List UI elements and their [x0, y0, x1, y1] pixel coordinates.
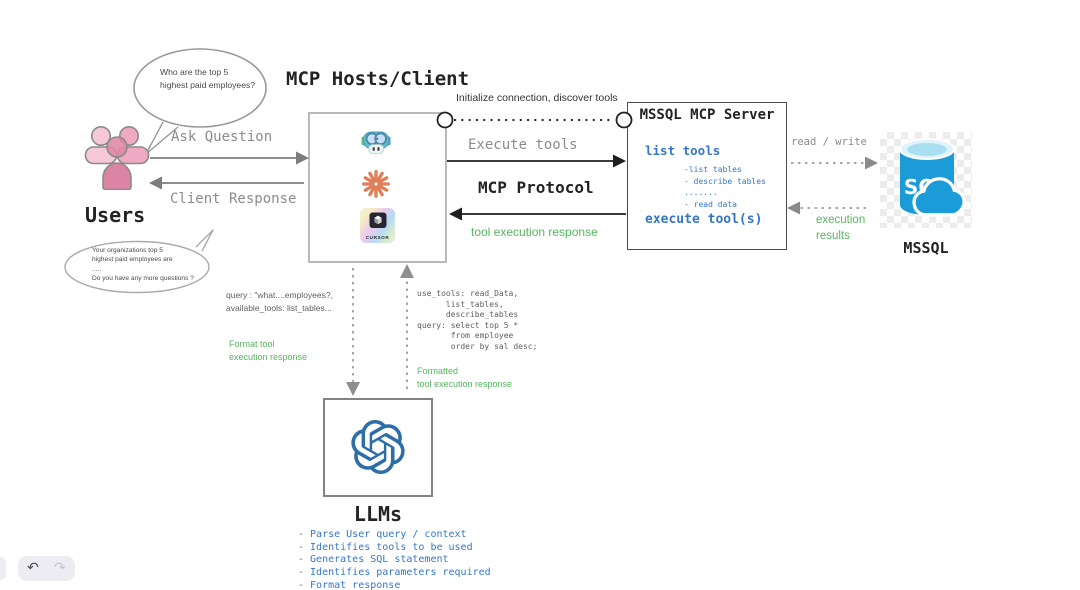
mssql-label: MSSQL [903, 239, 949, 257]
openai-icon [351, 420, 405, 474]
format-tool-annotation: Format tool execution response [229, 339, 308, 362]
list-tools-label: list tools [645, 143, 721, 158]
mssql-database-icon[interactable]: SQL [880, 132, 972, 228]
server-tool-item: ....... [684, 188, 718, 198]
llm-bullet: - Format response [298, 579, 401, 590]
question-bubble-text: Who are the top 5 highest paid employees… [160, 67, 256, 90]
llm-bullet: - Generates SQL statement [298, 554, 449, 566]
users-label: Users [85, 203, 146, 227]
response-speech-bubble [64, 229, 214, 294]
cursor-icon-label: CURSOR [365, 235, 390, 240]
response-bubble-text: Your organizations top 5 highest paid em… [92, 247, 194, 283]
server-tool-item: - read data [684, 199, 737, 209]
formatted-response-annotation: Formatted tool execution response [417, 366, 513, 389]
copilot-icon [361, 131, 391, 154]
server-title: MSSQL MCP Server [639, 107, 775, 123]
undo-redo-toolbar: ↶ ↷ [18, 556, 75, 581]
execute-tools-label: Execute tools [468, 137, 578, 153]
claude-icon [362, 170, 390, 198]
execution-results-label: execution results [816, 214, 866, 242]
mcp-protocol-label: MCP Protocol [478, 178, 594, 197]
mcp-client-node[interactable] [308, 112, 447, 263]
llm-bullet: - Parse User query / context [298, 529, 467, 540]
server-tool-item: - describe tables [684, 176, 766, 186]
undo-icon[interactable]: ↶ [27, 559, 39, 575]
cursor-icon: CURSOR [360, 208, 395, 243]
redo-icon[interactable]: ↷ [54, 559, 66, 575]
client-response-label: Client Response [170, 191, 297, 207]
users-icon[interactable] [84, 126, 150, 190]
read-write-label: read / write [791, 136, 867, 148]
use-tools-annotation: use_tools: read_Data, list_tables, descr… [417, 289, 538, 351]
server-tool-item: -list tables [684, 165, 742, 174]
llm-bullet: - Identifies tools to be used [298, 541, 473, 553]
query-context-annotation: query : "what....employees?, available_t… [226, 290, 333, 313]
llm-label: LLMs [353, 502, 403, 526]
llm-bullet: - Identifies parameters required [298, 567, 491, 579]
toolbar-partial-pill[interactable] [0, 556, 6, 581]
execute-tools-item: execute tool(s) [645, 212, 763, 227]
mssql-mcp-server-node[interactable] [627, 102, 787, 250]
llm-node[interactable] [323, 398, 433, 497]
client-title: MCP Hosts/Client [286, 68, 470, 90]
ask-question-label: Ask Question [171, 129, 273, 145]
tool-execution-response-label: tool execution response [471, 225, 598, 239]
initialize-label: Initialize connection, discover tools [456, 92, 618, 104]
